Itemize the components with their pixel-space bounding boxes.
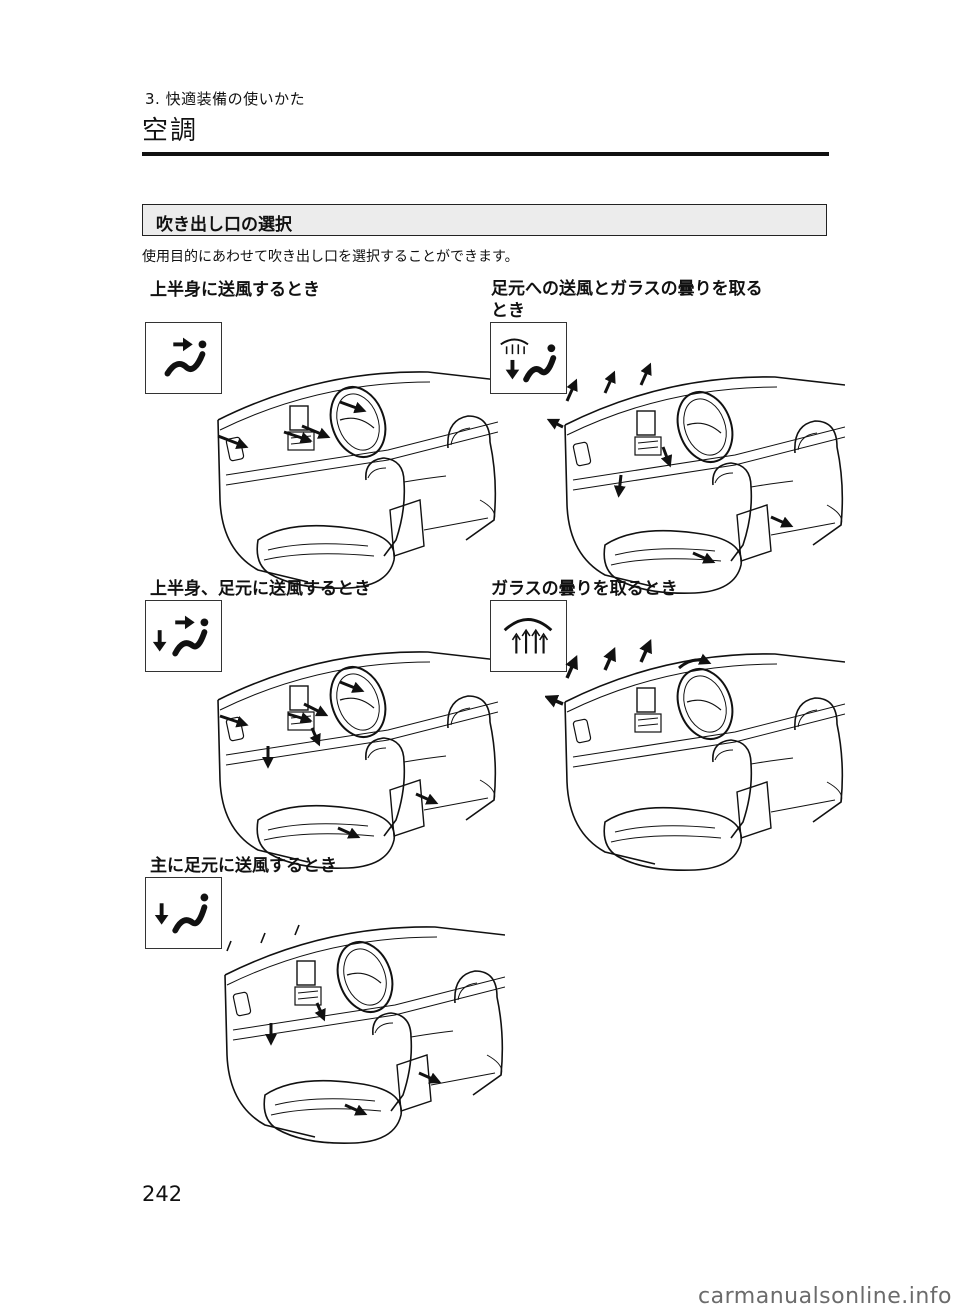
mode-label-foot-defrost: 足元への送風とガラスの曇りを取る とき: [491, 279, 763, 321]
page-number: 242: [142, 1182, 183, 1206]
bi-level-icon: [145, 600, 222, 672]
windshield-defrost-icon: [490, 600, 567, 672]
chapter-heading: 3. 快適装備の使いかた: [145, 90, 306, 108]
title-divider: [142, 152, 829, 156]
page-title: 空調: [142, 116, 199, 146]
watermark-text[interactable]: carmanualsonline.info: [698, 1284, 952, 1309]
car-illustration-foot-defrost: [545, 355, 845, 595]
foot-vent-icon: [145, 877, 222, 949]
car-illustration-face: [198, 350, 498, 590]
section-title: 吹き出し口の選択: [156, 215, 292, 235]
mode-label-face: 上半身に送風するとき: [150, 280, 320, 300]
section-header: 吹き出し口の選択: [142, 204, 827, 236]
car-illustration-foot: [205, 905, 505, 1145]
foot-defrost-icon: [490, 322, 567, 394]
section-intro: 使用目的にあわせて吹き出し口を選択することができます。: [142, 249, 519, 265]
car-illustration-bi-level: [198, 630, 498, 870]
face-vent-icon: [145, 322, 222, 394]
car-illustration-defrost: [545, 632, 845, 872]
mode-label-foot: 主に足元に送風するとき: [150, 856, 337, 876]
mode-label-bi-level: 上半身、足元に送風するとき: [150, 579, 371, 599]
mode-label-defrost: ガラスの曇りを取るとき: [491, 579, 678, 599]
